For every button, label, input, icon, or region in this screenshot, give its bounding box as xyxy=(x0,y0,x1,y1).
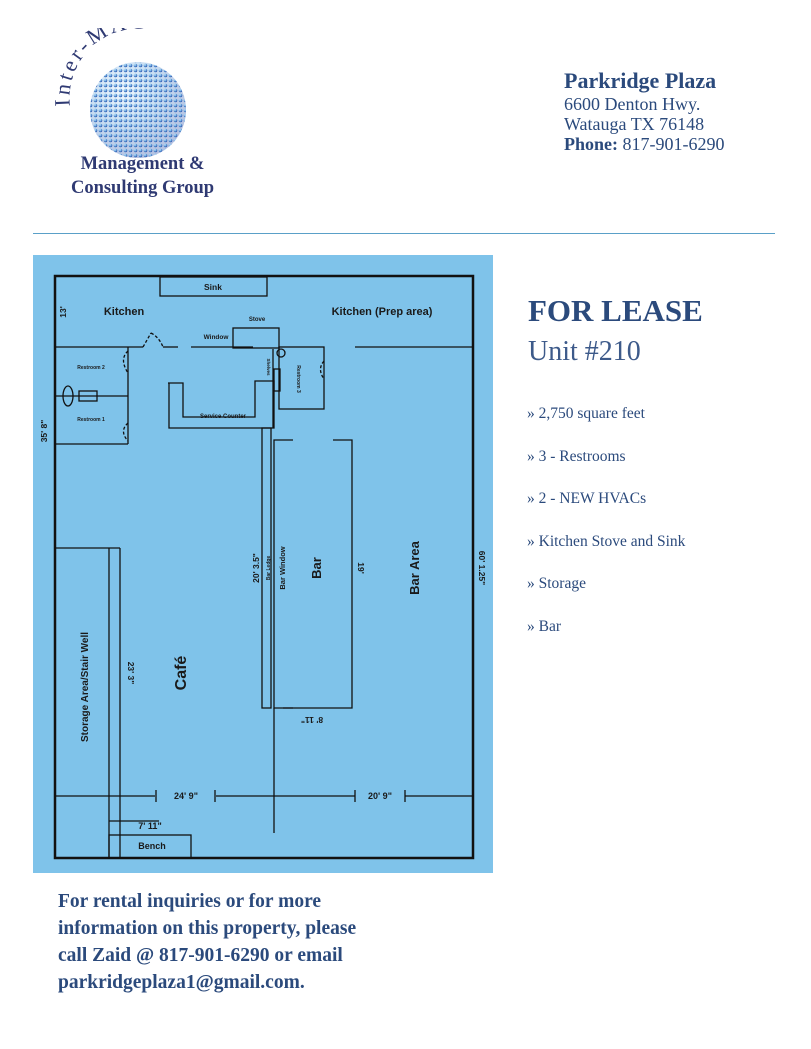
dim-20-3-5: 20' 3.5" xyxy=(251,553,261,583)
label-window: Window xyxy=(204,334,230,341)
feature-item: » Kitchen Stove and Sink xyxy=(527,532,686,550)
label-bench: Bench xyxy=(138,841,166,851)
label-kitchen: Kitchen xyxy=(104,306,145,318)
label-cafe: Café xyxy=(173,656,190,691)
dim-60-1-25: 60' 1.25" xyxy=(477,551,487,585)
label-bar-window: Bar Window xyxy=(278,546,287,589)
label-restroom-1: Restroom 1 xyxy=(77,417,105,423)
rental-inquiry: For rental inquiries or for more informa… xyxy=(58,888,478,996)
globe-logo-icon: Inter-MAC xyxy=(49,8,186,158)
dim-35-8: 35' 8" xyxy=(39,420,49,443)
feature-item: » Storage xyxy=(527,575,586,592)
inquiry-line: call Zaid @ 817-901-6290 or email xyxy=(58,945,343,966)
label-bar-ledge: Bar Ledge xyxy=(266,556,272,581)
dim-23-3: 23' 3" xyxy=(126,662,136,685)
inquiry-line: For rental inquiries or for more xyxy=(58,891,322,912)
label-kitchen-prep: Kitchen (Prep area) xyxy=(332,306,433,318)
phone-label: Phone: xyxy=(564,134,618,154)
label-bar: Bar xyxy=(309,557,324,579)
unit-number: Unit #210 xyxy=(528,336,641,367)
company-name: Management & Consulting Group xyxy=(40,152,245,200)
label-service-counter: Service Counter xyxy=(200,414,247,420)
address-line-2: Watauga TX 76148 xyxy=(564,114,705,134)
contact-block: Parkridge Plaza 6600 Denton Hwy. Watauga… xyxy=(564,68,725,154)
feature-item: » 3 - Restrooms xyxy=(527,447,626,465)
feature-list: » 2,750 square feet » 3 - Restrooms » 2 … xyxy=(527,400,685,655)
dim-13: 13' xyxy=(58,306,68,317)
stove-box xyxy=(232,327,280,349)
property-name: Parkridge Plaza xyxy=(564,68,717,93)
label-restroom-2: Restroom 2 xyxy=(77,365,105,371)
header-divider xyxy=(33,233,775,234)
bar-ledge-box xyxy=(261,427,272,709)
dim-20-9: 20' 9" xyxy=(368,791,392,801)
feature-item: » 2,750 square feet xyxy=(527,405,645,422)
feature-item: » Bar xyxy=(527,617,562,635)
label-storage: Storage Area/Stair Well xyxy=(80,632,91,742)
label-bar-area: Bar Area xyxy=(407,540,422,594)
floor-plan-drawing: Sink Kitchen Kitchen (Prep area) Stove W… xyxy=(39,274,487,860)
dim-7-11: 7' 11" xyxy=(138,821,161,831)
address-line-1: 6600 Denton Hwy. xyxy=(564,94,701,114)
company-line-2: Consulting Group xyxy=(70,178,215,198)
phone-number: 817-901-6290 xyxy=(622,134,725,154)
dim-8-11: 8' 11" xyxy=(301,715,323,725)
inquiry-email[interactable]: parkridgeplaza1@gmail.com. xyxy=(58,972,305,993)
floor-plan: Sink Kitchen Kitchen (Prep area) Stove W… xyxy=(33,255,493,873)
label-stove: Stove xyxy=(249,317,266,323)
inquiry-line: information on this property, please xyxy=(58,918,357,939)
label-shelves: Shelves xyxy=(266,358,271,376)
phone-line: Phone: 817-901-6290 xyxy=(564,134,725,154)
company-line-1: Management & xyxy=(80,154,205,174)
sink-box xyxy=(159,276,268,297)
label-restroom-3: Restroom 3 xyxy=(295,365,301,393)
dim-19: 19' xyxy=(356,562,366,573)
dim-24-9: 24' 9" xyxy=(174,791,198,801)
bench-box xyxy=(108,834,192,859)
label-sink: Sink xyxy=(204,282,222,292)
for-lease-heading: FOR LEASE xyxy=(528,293,703,328)
feature-item: » 2 - NEW HVACs xyxy=(527,490,647,507)
outer-wall xyxy=(53,274,475,860)
